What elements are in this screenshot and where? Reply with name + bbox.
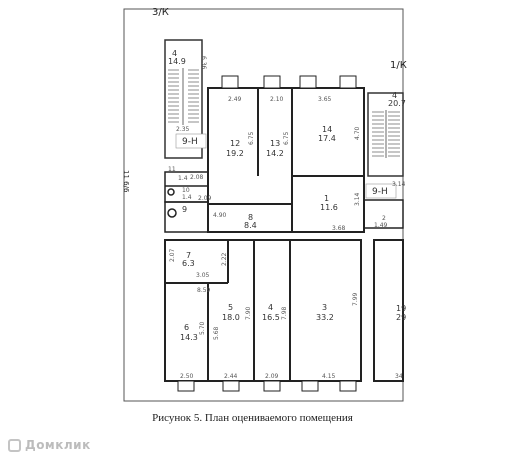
- watermark-text: Домклик: [25, 438, 91, 452]
- room-14-num: 14: [322, 125, 332, 134]
- dim-5-70: 5.70: [199, 321, 206, 335]
- room-4-top-num: 4: [172, 49, 177, 58]
- stair-block-right: [367, 92, 404, 177]
- room-12-area: 19.2: [226, 149, 244, 158]
- dim-2-07: 2.07: [169, 248, 176, 262]
- room-9-num: 9: [182, 205, 187, 214]
- room-11-area: 1.4: [178, 175, 188, 182]
- room-3-area: 33.2: [316, 313, 334, 322]
- dim-6-75-b: 6.75: [283, 131, 290, 145]
- dim-2-09-top: 2.09: [198, 195, 212, 202]
- room-2-num: 2: [382, 215, 386, 222]
- axis-label-side: 11 6/6: [122, 170, 130, 193]
- room-8-num: 8: [248, 213, 253, 222]
- dim-3-14-v: 3.14: [354, 192, 361, 206]
- dim-2-10: 2.10: [270, 96, 284, 103]
- upper-rooms-walls: [207, 87, 365, 233]
- room-12-num: 12: [230, 139, 240, 148]
- dim-3-14: 3.14: [392, 181, 406, 188]
- dim-4-90: 4.90: [213, 212, 227, 219]
- room-4-right-num: 4: [392, 91, 397, 100]
- axis-label-3: 3/К: [152, 7, 169, 18]
- room-14-area: 17.4: [318, 134, 336, 143]
- dim-2-22: 2.22: [221, 252, 228, 266]
- room-4-num: 4: [268, 303, 273, 312]
- room-1-area: 11.6: [320, 203, 338, 212]
- watermark: Домклик: [8, 438, 91, 452]
- dim-7-98: 7.98: [281, 306, 288, 320]
- dim-3-65: 3.65: [318, 96, 332, 103]
- room-2-area: 1.49: [374, 222, 388, 229]
- dim-2-49: 2.49: [228, 96, 242, 103]
- dim-8-59: 8.59: [197, 287, 211, 294]
- room-2-walls: [363, 199, 404, 229]
- room-10-area: 1.4: [182, 194, 192, 201]
- lower-rooms-walls: [164, 239, 362, 382]
- dim-3-68: 3.68: [332, 225, 346, 232]
- dim-2-50: 2.50: [180, 373, 194, 380]
- dim-34: 34: [395, 373, 403, 380]
- room-4-top-area: 14.9: [168, 57, 186, 66]
- dim-5-68: 5.68: [213, 326, 220, 340]
- room-7-area: 6.3: [182, 259, 195, 268]
- axis-label-1: 1/К: [390, 60, 407, 71]
- room-6-area: 14.3: [180, 333, 198, 342]
- room-1-num: 1: [324, 194, 329, 203]
- room-13-num: 13: [270, 139, 280, 148]
- dim-4-70: 4.70: [354, 126, 361, 140]
- room-5-num: 5: [228, 303, 233, 312]
- room-4-right-area: 20.7: [388, 99, 406, 108]
- room-5-area: 18.0: [222, 313, 240, 322]
- dim-7-90: 7.90: [245, 306, 252, 320]
- room-6-num: 6: [184, 323, 189, 332]
- dim-7-99: 7.99: [352, 292, 359, 306]
- dim-4-15: 4.15: [322, 373, 336, 380]
- stair-tag-right-box: [365, 183, 397, 199]
- room-13-area: 14.2: [266, 149, 284, 158]
- dim-6-36: 6.36: [200, 56, 207, 70]
- room-10-num: 10: [182, 187, 190, 194]
- lower-windows: [177, 380, 357, 392]
- room-7-num: 7: [186, 251, 191, 260]
- stair-steps-left: [168, 69, 199, 123]
- stair-tag-right: 9-Н: [372, 187, 388, 197]
- upper-windows: [221, 75, 357, 89]
- neighbour-room: [373, 239, 404, 382]
- dim-2-08: 2.08: [190, 174, 204, 181]
- dim-6-75-a: 6.75: [248, 131, 255, 145]
- stair-block-left: [164, 39, 203, 159]
- dim-3-05: 3.05: [196, 272, 210, 279]
- dim-2-44: 2.44: [224, 373, 238, 380]
- room-3-num: 3: [322, 303, 327, 312]
- wc-rooms: [164, 171, 209, 233]
- dim-2-09: 2.09: [265, 373, 279, 380]
- house-icon: [8, 439, 21, 452]
- room-19-num: 19: [396, 304, 406, 313]
- figure-caption: Рисунок 5. План оцениваемого помещения: [152, 412, 353, 424]
- room-11-num: 11: [168, 166, 176, 173]
- room-19-area: 29: [396, 313, 406, 322]
- room-4-area: 16.5: [262, 313, 280, 322]
- stair-tag-left: 9-Н: [182, 137, 198, 147]
- room-8-area: 8.4: [244, 221, 257, 230]
- stair-tag-left-box: [175, 133, 207, 149]
- stair-steps-right: [372, 111, 400, 157]
- dim-2-35: 2.35: [176, 126, 190, 133]
